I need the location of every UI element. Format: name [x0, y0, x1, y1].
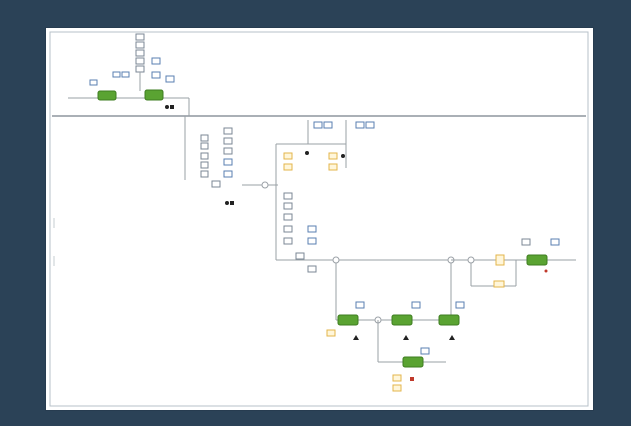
module-box[interactable] [223, 147, 233, 155]
instrument-box[interactable] [365, 121, 375, 129]
module-box[interactable] [211, 180, 221, 188]
module-box[interactable] [200, 142, 209, 150]
module-box[interactable] [200, 134, 209, 142]
instrument-box[interactable] [151, 57, 161, 65]
instrument-box[interactable] [121, 71, 130, 78]
instrument-box[interactable] [165, 75, 175, 83]
module-box[interactable] [283, 225, 293, 233]
lower-section [326, 238, 576, 392]
instrument-box[interactable] [223, 170, 233, 178]
instrument-box[interactable] [223, 158, 233, 166]
highlight-box[interactable] [392, 374, 402, 382]
module-box[interactable] [135, 41, 145, 49]
valve-node[interactable] [467, 256, 475, 264]
instrument-box[interactable] [151, 71, 161, 79]
highlight-box[interactable] [283, 163, 293, 171]
module-box[interactable] [283, 213, 293, 221]
process-unit-block[interactable] [97, 90, 117, 101]
instrument-box[interactable] [455, 301, 465, 309]
highlight-box[interactable] [493, 280, 505, 288]
module-box[interactable] [283, 237, 293, 245]
module-box[interactable] [283, 192, 293, 200]
module-box[interactable] [200, 152, 209, 160]
status-marker [341, 154, 345, 158]
module-box[interactable] [521, 238, 531, 246]
status-marker [225, 201, 229, 205]
middle-section [184, 116, 375, 273]
module-box[interactable] [135, 49, 145, 57]
valve-node[interactable] [332, 256, 340, 264]
highlight-box[interactable] [392, 384, 402, 392]
highlight-box[interactable] [495, 254, 505, 266]
module-box[interactable] [283, 202, 293, 210]
instrument-box[interactable] [313, 121, 323, 129]
top-section [68, 33, 190, 116]
status-marker [403, 335, 409, 340]
process-unit-block[interactable] [526, 254, 548, 266]
instrument-box[interactable] [323, 121, 333, 129]
process-flow-diagram [49, 31, 589, 407]
valve-node[interactable] [261, 181, 269, 189]
instrument-box[interactable] [355, 301, 365, 309]
status-marker [165, 105, 169, 109]
highlight-box[interactable] [326, 329, 336, 337]
instrument-box[interactable] [89, 79, 98, 86]
process-unit-block[interactable] [337, 314, 359, 326]
status-marker [230, 201, 234, 205]
instrument-box[interactable] [420, 347, 430, 355]
module-box[interactable] [135, 33, 145, 41]
process-unit-block[interactable] [144, 89, 164, 101]
alarm-marker [410, 377, 414, 381]
highlight-box[interactable] [283, 152, 293, 160]
process-unit-block[interactable] [438, 314, 460, 326]
instrument-box[interactable] [550, 238, 560, 246]
module-box[interactable] [135, 57, 145, 65]
process-unit-block[interactable] [402, 356, 424, 368]
module-box[interactable] [307, 265, 317, 273]
status-marker [449, 335, 455, 340]
status-marker [353, 335, 359, 340]
instrument-box[interactable] [307, 225, 317, 233]
process-unit-block[interactable] [391, 314, 413, 326]
diagram-canvas[interactable] [46, 28, 593, 410]
module-box[interactable] [200, 161, 209, 169]
highlight-box[interactable] [328, 152, 338, 160]
instrument-box[interactable] [112, 71, 121, 78]
module-box[interactable] [135, 65, 145, 73]
module-box[interactable] [295, 252, 305, 260]
module-box[interactable] [223, 137, 233, 145]
module-box[interactable] [223, 127, 233, 135]
instrument-box[interactable] [307, 237, 317, 245]
instrument-box[interactable] [355, 121, 365, 129]
module-box[interactable] [200, 170, 209, 178]
status-marker [305, 151, 309, 155]
highlight-box[interactable] [328, 163, 338, 171]
diagram-border [49, 31, 589, 407]
alarm-marker [544, 269, 548, 273]
status-marker [170, 105, 174, 109]
instrument-box[interactable] [411, 301, 421, 309]
